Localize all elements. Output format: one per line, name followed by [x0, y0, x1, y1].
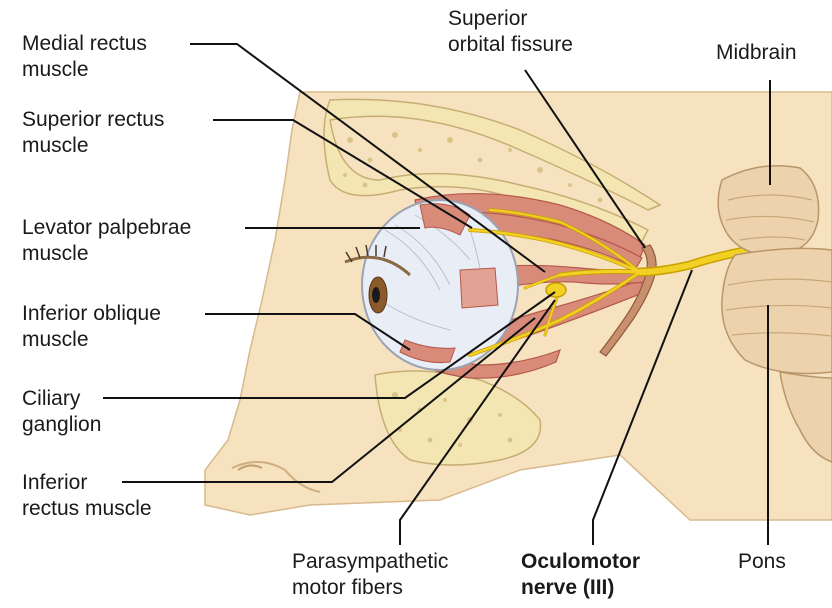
- label-pons: Pons: [738, 549, 786, 575]
- insertion-lateral: [460, 268, 498, 308]
- pupil: [372, 287, 380, 303]
- midbrain-shape: [718, 166, 818, 256]
- label-medial-rectus: Medial rectus muscle: [22, 31, 147, 83]
- label-oculomotor-nerve: Oculomotor nerve (III): [521, 549, 640, 601]
- label-inferior-rectus: Inferior rectus muscle: [22, 470, 152, 522]
- label-ciliary-ganglion: Ciliary ganglion: [22, 386, 101, 438]
- label-inferior-oblique: Inferior oblique muscle: [22, 301, 161, 353]
- label-levator-palpebrae: Levator palpebrae muscle: [22, 215, 191, 267]
- label-midbrain: Midbrain: [716, 40, 797, 66]
- label-superior-rectus: Superior rectus muscle: [22, 107, 164, 159]
- label-parasympathetic: Parasympathetic motor fibers: [292, 549, 448, 601]
- ciliary-ganglion-shape: [546, 283, 566, 297]
- label-superior-orbital-fissure: Superior orbital fissure: [448, 6, 573, 58]
